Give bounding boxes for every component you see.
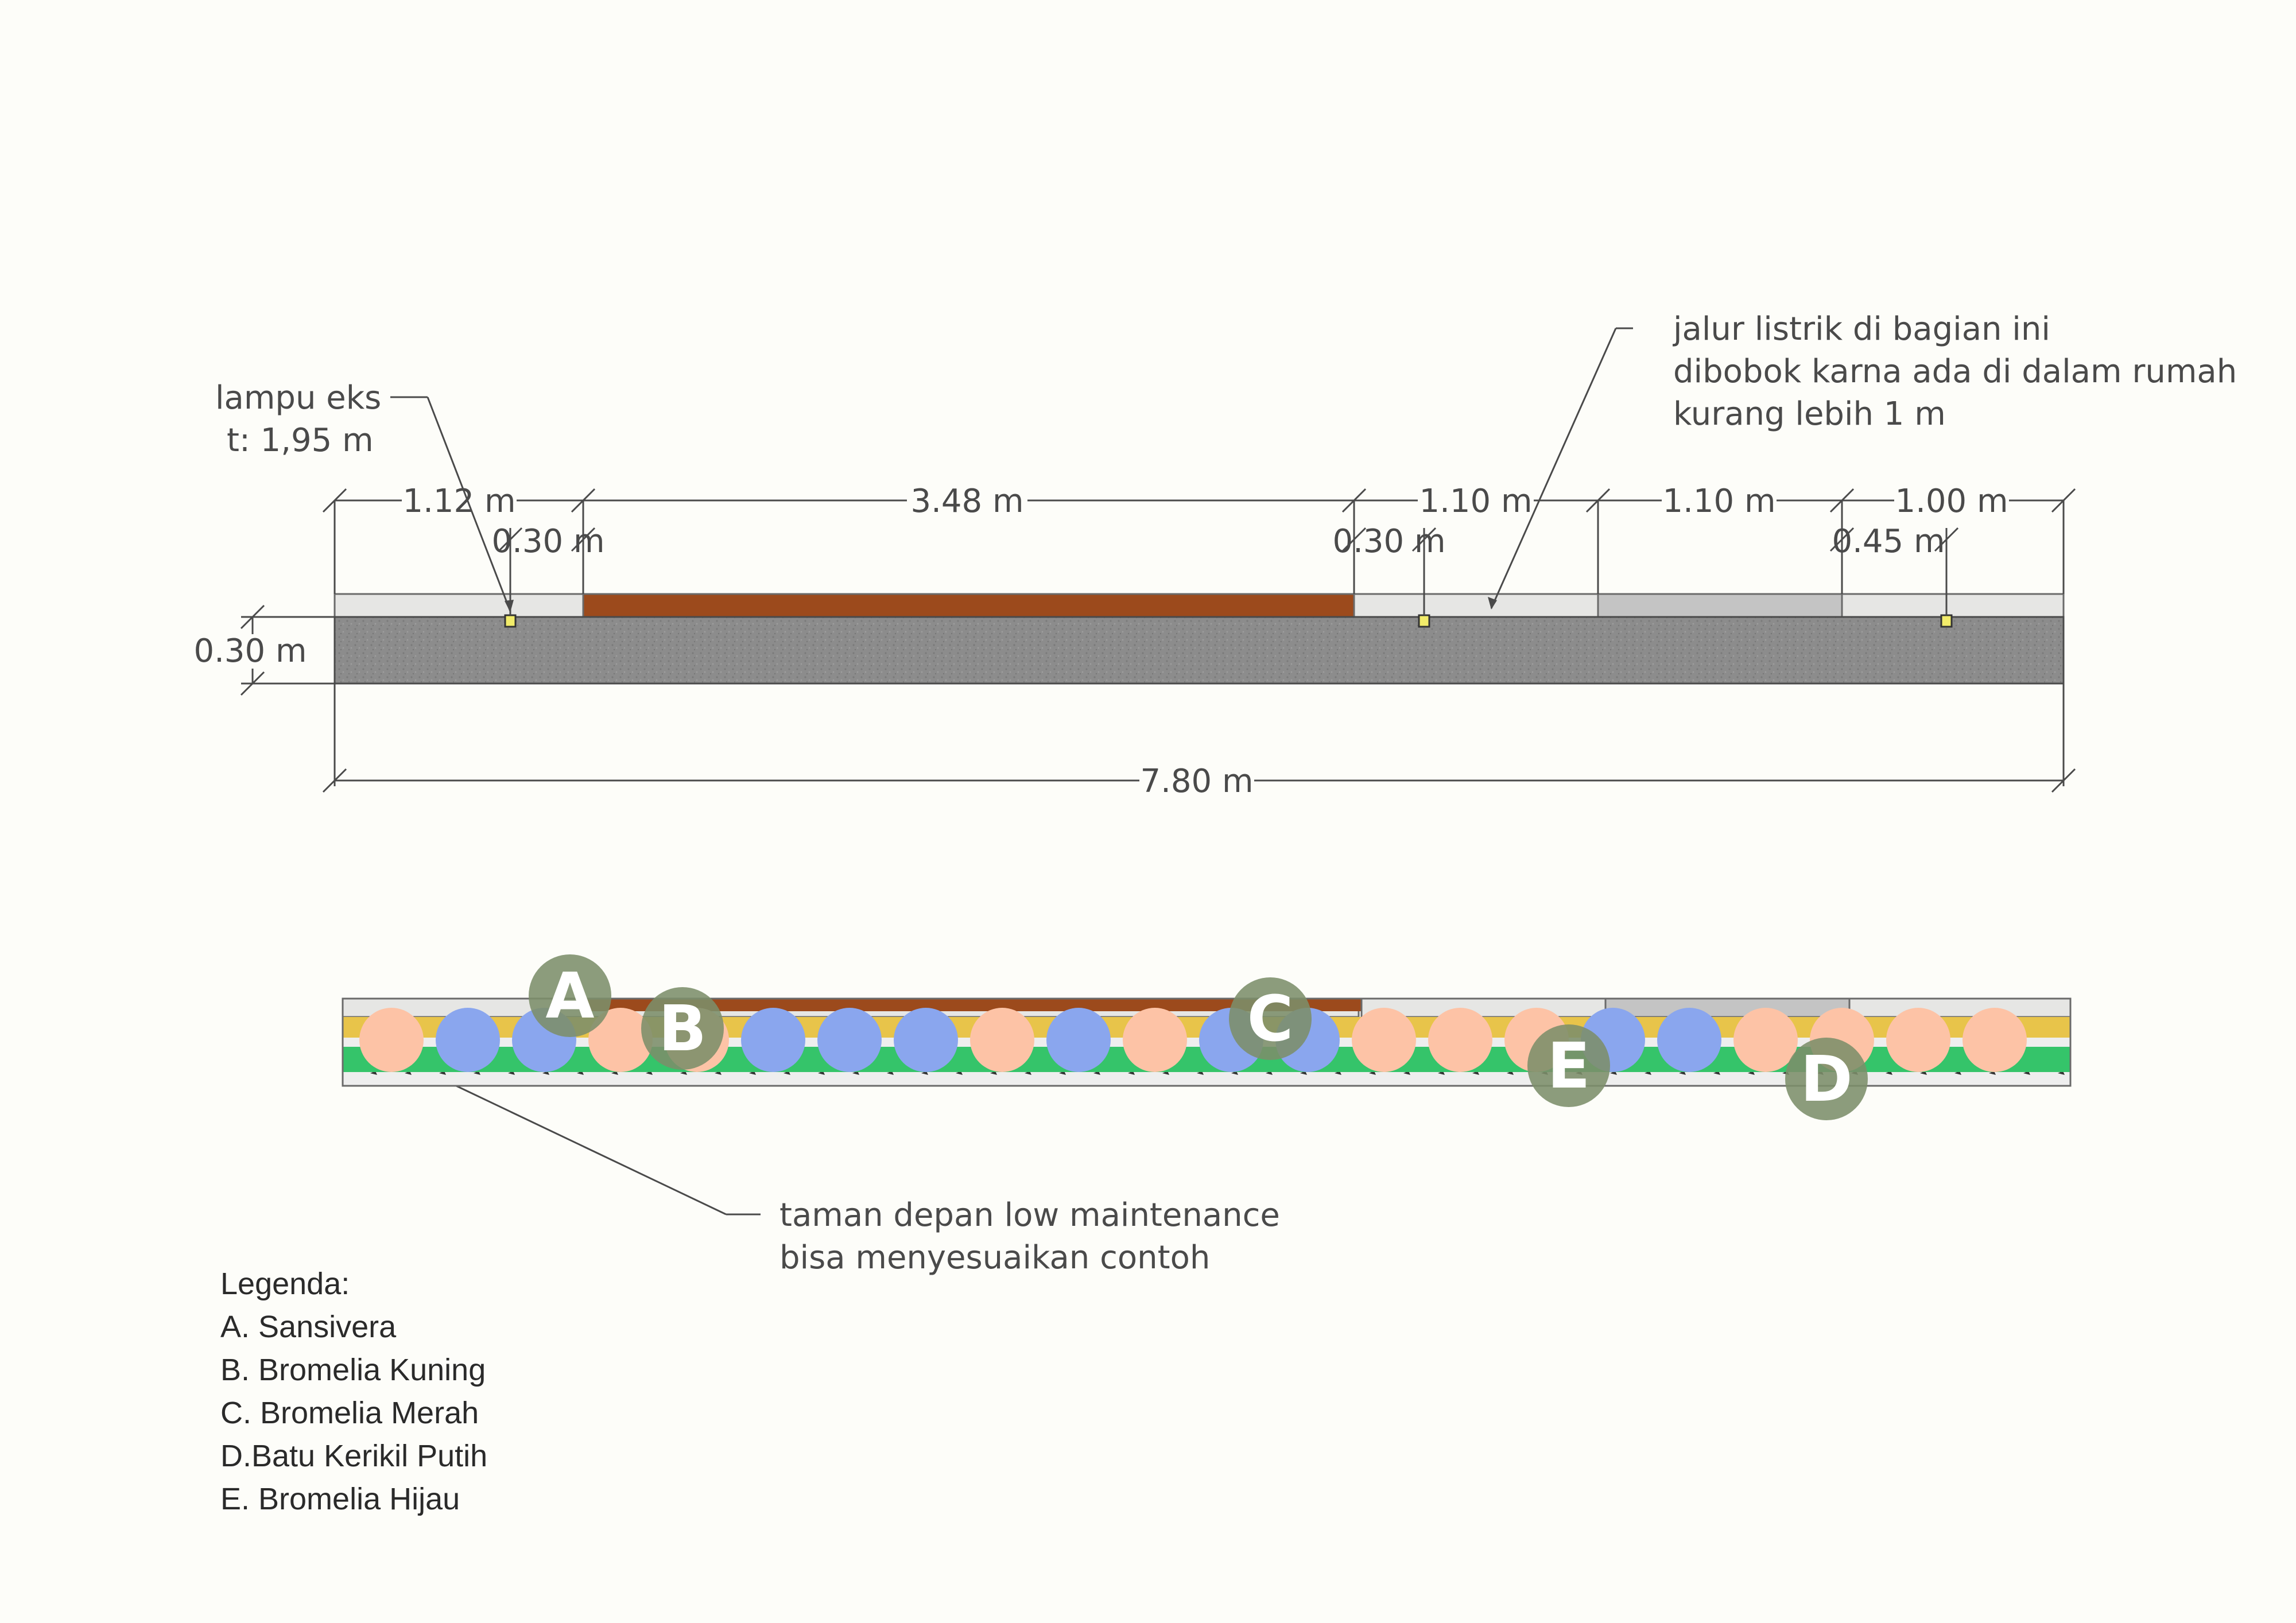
plant-circle-pink bbox=[1428, 1008, 1492, 1072]
plant-circle-pink bbox=[1886, 1008, 1950, 1072]
legend-item-e: E. Bromelia Hijau bbox=[220, 1482, 460, 1516]
dimension-lines bbox=[240, 327, 2076, 1216]
legend-item-d: D.Batu Kerikil Putih bbox=[220, 1439, 488, 1473]
pebble-bottom-layer bbox=[343, 1072, 2070, 1086]
marker-label-b: B bbox=[658, 992, 707, 1065]
lamp-marker-1 bbox=[504, 614, 517, 628]
strip-concrete-left bbox=[333, 593, 584, 618]
plant-circle-pink bbox=[359, 1008, 424, 1072]
lamp-note-line2: t: 1,95 m bbox=[227, 422, 374, 459]
lamp-marker-3 bbox=[1940, 614, 1953, 628]
dim-0-45: 0.45 m bbox=[1832, 523, 1945, 560]
electric-note-line3: kurang lebih 1 m bbox=[1673, 395, 1946, 433]
lamp-note-line1: lampu eks bbox=[215, 379, 381, 417]
garden-outline bbox=[342, 997, 2072, 1087]
dim-total-7-80: 7.80 m bbox=[1140, 763, 1253, 800]
dim-1-10-b: 1.10 m bbox=[1662, 483, 1775, 520]
marker-label-c: C bbox=[1247, 982, 1294, 1055]
marker-circle-b bbox=[641, 987, 724, 1070]
dim-3-48: 3.48 m bbox=[910, 483, 1023, 520]
dim-1-10-a: 1.10 m bbox=[1419, 483, 1532, 520]
marker-label-d: D bbox=[1800, 1042, 1852, 1116]
legend-item-c: C. Bromelia Merah bbox=[220, 1396, 479, 1430]
marker-label-e: E bbox=[1547, 1029, 1590, 1102]
strip-wood-deck bbox=[582, 593, 1355, 618]
strip-concrete-dark bbox=[1597, 593, 1843, 618]
garden-note-line1: taman depan low maintenance bbox=[779, 1197, 1280, 1234]
marker-label-a: A bbox=[545, 959, 594, 1032]
plant-circle-pink bbox=[1352, 1008, 1416, 1072]
plant-circle-blue bbox=[741, 1008, 805, 1072]
electric-note-line2: dibobok karna ada di dalam rumah bbox=[1673, 353, 2237, 390]
legend: Legenda: A. Sansivera B. Bromelia Kuning… bbox=[220, 1263, 487, 1521]
legend-title: Legenda: bbox=[220, 1267, 350, 1301]
dim-0-30-b: 0.30 m bbox=[1332, 523, 1445, 560]
marker-circle-a bbox=[529, 954, 611, 1037]
legend-item-b: B. Bromelia Kuning bbox=[220, 1353, 486, 1387]
plant-circle-pink bbox=[588, 1008, 653, 1072]
marker-circle-c bbox=[1229, 977, 1312, 1060]
plant-circle-blue bbox=[1046, 1008, 1111, 1072]
plant-circle-blue bbox=[436, 1008, 500, 1072]
dim-1-12: 1.12 m bbox=[402, 483, 515, 520]
plant-circle-blue bbox=[1657, 1008, 1721, 1072]
garden-strip-wood bbox=[583, 999, 1362, 1011]
legend-item-a: A. Sansivera bbox=[220, 1310, 397, 1344]
concrete-slab bbox=[333, 616, 2065, 685]
dim-0-30-a: 0.30 m bbox=[491, 523, 604, 560]
plant-circle-pink bbox=[1963, 1008, 2027, 1072]
dim-height-0-30: 0.30 m bbox=[193, 632, 307, 670]
plant-circle-blue bbox=[817, 1008, 882, 1072]
strip-concrete-mid bbox=[1353, 593, 1599, 618]
plant-circle-blue bbox=[894, 1008, 958, 1072]
plant-circle-pink bbox=[970, 1008, 1034, 1072]
marker-circle-d bbox=[1785, 1038, 1868, 1120]
garden-strip-dark bbox=[1604, 997, 1851, 1018]
plant-circle-pink bbox=[1123, 1008, 1187, 1072]
electric-note-line1: jalur listrik di bagian ini bbox=[1672, 310, 2050, 348]
garden-strip-light-right bbox=[1848, 997, 2072, 1018]
garden-note-line2: bisa menyesuaikan contoh bbox=[779, 1239, 1210, 1276]
plant-circle-pink bbox=[1733, 1008, 1798, 1072]
lamp-marker-2 bbox=[1418, 614, 1430, 628]
top-section: 1.12 m 3.48 m 1.10 m 1.10 m 1.00 m 0.30 … bbox=[193, 310, 2237, 1216]
strip-concrete-right bbox=[1841, 593, 2065, 618]
dim-1-00: 1.00 m bbox=[1895, 483, 2008, 520]
marker-circle-e bbox=[1527, 1024, 1610, 1107]
